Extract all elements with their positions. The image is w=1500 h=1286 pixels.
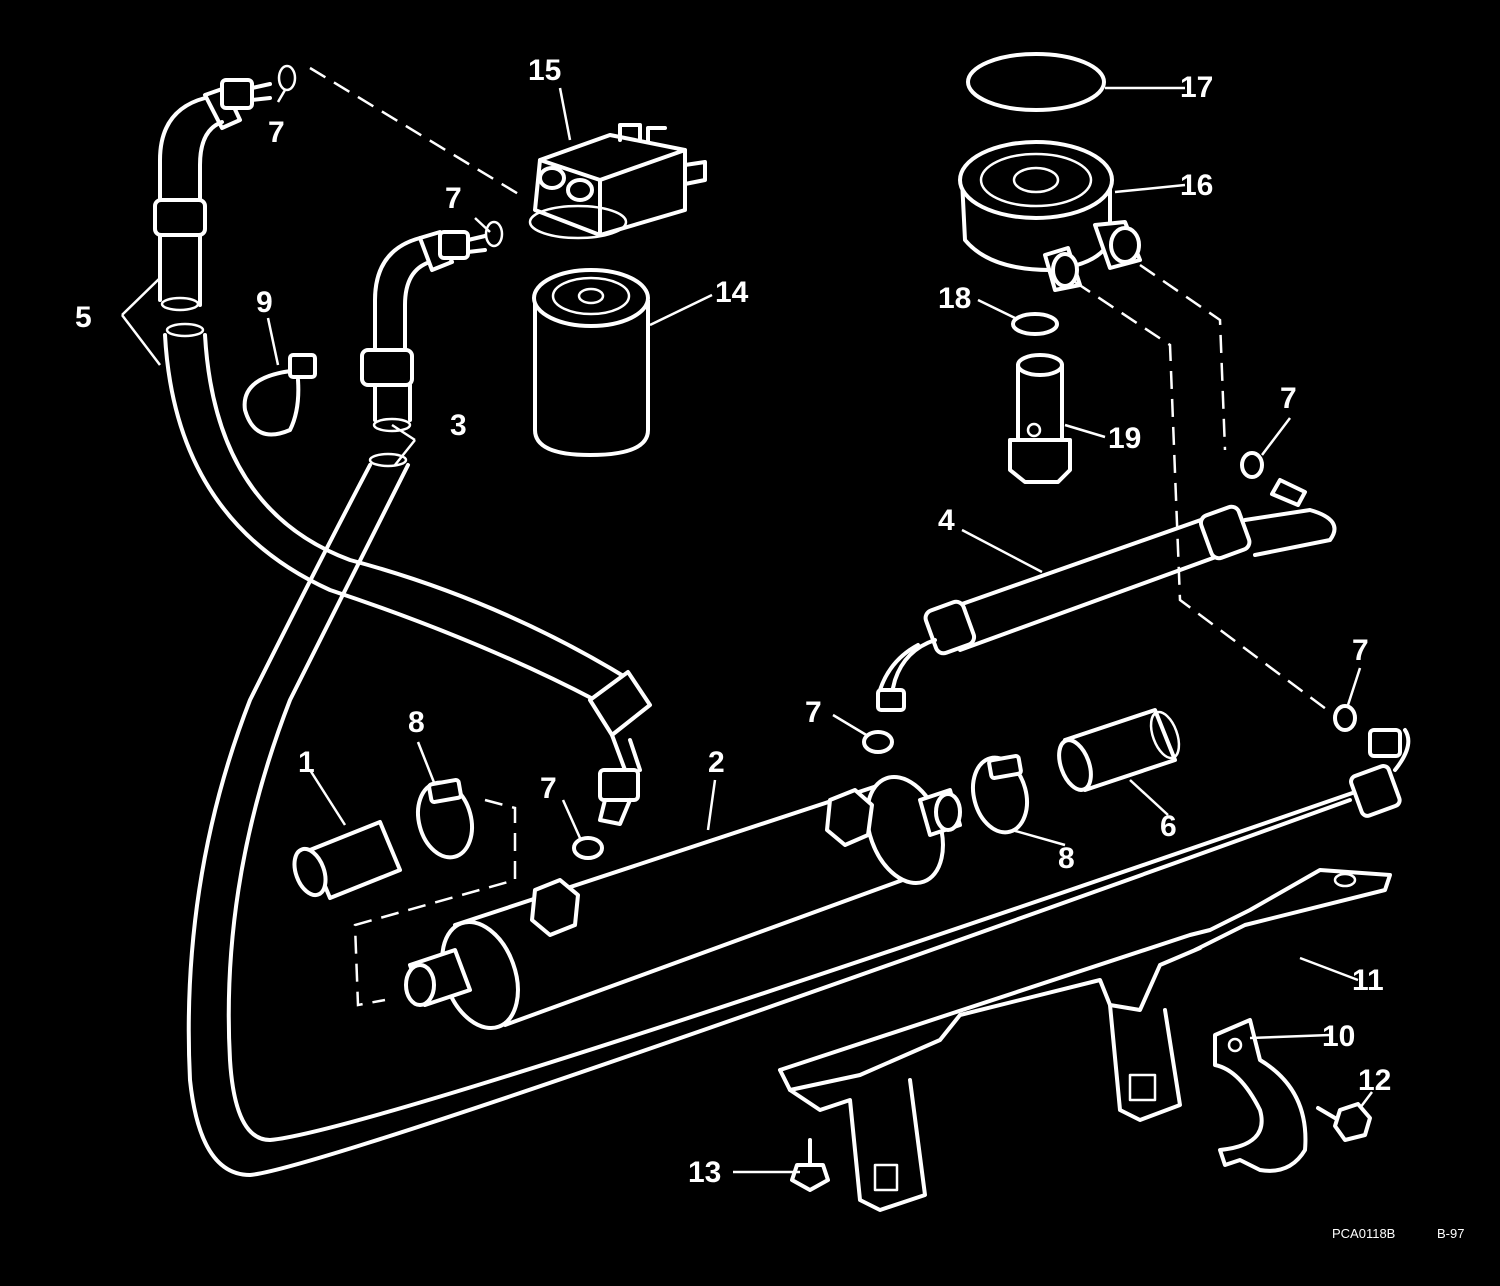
callout-7-c: 7 (540, 772, 557, 805)
callout-17: 17 (1180, 71, 1213, 104)
hose-5 (153, 78, 652, 826)
hose-4 (876, 478, 1337, 712)
hose-1 (292, 820, 402, 900)
oil-cooler-2 (404, 774, 962, 1031)
o-ring-7-b (484, 220, 504, 248)
callout-8-a: 8 (408, 706, 425, 739)
clamp-8-left (416, 778, 474, 860)
callout-8-b: 8 (1058, 842, 1075, 875)
bolt-12 (1316, 1102, 1372, 1142)
callout-14: 14 (715, 276, 749, 309)
callout-19: 19 (1108, 422, 1141, 455)
o-ring-7-d (862, 730, 894, 754)
o-ring-18 (1011, 312, 1059, 336)
bracket-11 (778, 868, 1392, 1212)
filter-head-15 (528, 123, 707, 240)
figure-caption: PCA0118B B-97 (1332, 1226, 1464, 1241)
nipple-19 (1008, 353, 1072, 484)
callout-18: 18 (938, 282, 971, 315)
callout-9: 9 (256, 286, 273, 319)
callout-4: 4 (938, 504, 955, 537)
page-code: B-97 (1437, 1226, 1464, 1241)
callout-3: 3 (450, 409, 467, 442)
callout-7-d: 7 (805, 696, 822, 729)
callout-7-b: 7 (445, 182, 462, 215)
hose-3 (186, 230, 1411, 1177)
bolt-13 (790, 1138, 830, 1192)
figure-code: PCA0118B (1332, 1226, 1395, 1241)
strap-10 (1213, 1018, 1308, 1173)
clamp-8-right (971, 754, 1029, 835)
callout-16: 16 (1180, 169, 1213, 202)
o-ring-7-a (277, 64, 297, 92)
callout-15: 15 (528, 54, 561, 87)
callout-2: 2 (708, 746, 725, 779)
callout-5: 5 (75, 301, 92, 334)
callout-6: 6 (1160, 810, 1177, 843)
callout-10: 10 (1322, 1020, 1355, 1053)
o-ring-7-f (1333, 704, 1357, 732)
callout-11: 11 (1352, 964, 1384, 997)
o-ring-17 (966, 52, 1106, 112)
leader-lines (121, 86, 1373, 1174)
assembly-dashed-lines (309, 66, 1331, 1007)
filter-adapter-16 (958, 140, 1142, 292)
o-ring-7-c (572, 836, 604, 860)
callout-labels: 1 2 3 4 5 6 7 7 7 7 7 7 8 8 9 10 11 12 1… (75, 54, 1391, 1189)
callout-7-e: 7 (1280, 382, 1297, 415)
hose-6 (1057, 708, 1181, 792)
clamp-9 (242, 353, 317, 437)
callout-7-a: 7 (268, 116, 285, 149)
callout-13: 13 (688, 1156, 721, 1189)
o-ring-7-e (1240, 451, 1264, 479)
callout-1: 1 (298, 746, 315, 779)
oil-filter-14 (532, 268, 650, 457)
callout-12: 12 (1358, 1064, 1391, 1097)
callout-7-f: 7 (1352, 634, 1369, 667)
